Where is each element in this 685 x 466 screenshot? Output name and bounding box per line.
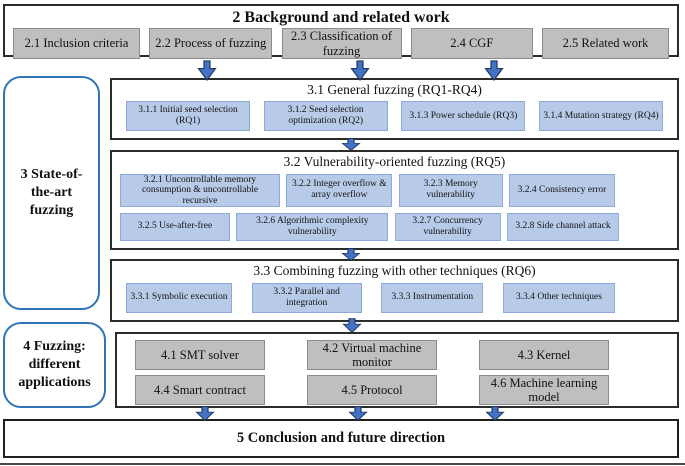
box-related-work: 2.5 Related work (542, 28, 669, 59)
box-power-schedule: 3.1.3 Power schedule (RQ3) (401, 101, 526, 132)
box-algorithmic-complexity: 3.2.6 Algorithmic complexity vulnerabili… (236, 212, 389, 241)
box-concurrency-vulnerability: 3.2.7 Concurrency vulnerability (394, 212, 501, 241)
section-vulnerability-fuzzing-title: 3.2 Vulnerability-oriented fuzzing (RQ5) (283, 154, 506, 169)
vulnerability-box-row-2: 3.2.5 Use-after-free 3.2.6 Algorithmic c… (112, 212, 677, 241)
vulnerability-box-row-1: 3.2.1 Uncontrollable memory consumption … (112, 173, 677, 207)
box-virtual-machine-monitor: 4.2 Virtual machine monitor (307, 340, 437, 370)
box-inclusion-criteria: 2.1 Inclusion criteria (13, 28, 140, 59)
down-arrow-icon (350, 60, 370, 81)
general-fuzzing-box-row: 3.1.1 Initial seed selection (RQ1) 3.1.2… (112, 99, 677, 138)
section-combining-fuzzing-title: 3.3 Combining fuzzing with other techniq… (253, 263, 536, 278)
section-combining-fuzzing: 3.3 Combining fuzzing with other techniq… (110, 259, 679, 322)
box-uncontrollable-memory: 3.2.1 Uncontrollable memory consumption … (120, 173, 280, 207)
down-arrow-icon (485, 406, 505, 421)
box-mutation-strategy: 3.1.4 Mutation strategy (RQ4) (538, 101, 663, 132)
applications-box-row-2: 4.4 Smart contract 4.5 Protocol 4.6 Mach… (117, 375, 677, 405)
down-arrow-icon (341, 138, 361, 151)
box-other-techniques: 3.3.4 Other techniques (502, 282, 615, 313)
down-arrow-icon (195, 406, 215, 421)
applications-box-row-1: 4.1 SMT solver 4.2 Virtual machine monit… (117, 340, 677, 370)
box-use-after-free: 3.2.5 Use-after-free (120, 212, 230, 241)
down-arrow-icon (341, 248, 361, 261)
box-side-channel-attack: 3.2.8 Side channel attack (506, 212, 619, 241)
box-instrumentation: 3.3.3 Instrumentation (381, 282, 484, 313)
box-initial-seed-selection: 3.1.1 Initial seed selection (RQ1) (126, 101, 250, 132)
side-label-applications: 4 Fuzzing: different applications (3, 322, 106, 408)
box-symbolic-execution: 3.3.1 Symbolic execution (126, 282, 232, 313)
section-general-fuzzing: 3.1 General fuzzing (RQ1-RQ4) 3.1.1 Init… (110, 78, 679, 140)
box-parallel-and-integration: 3.3.2 Parallel and integration (251, 282, 362, 313)
side-label-state-of-the-art: 3 State-of-the-art fuzzing (3, 76, 100, 310)
combining-box-row: 3.3.1 Symbolic execution 3.3.2 Parallel … (112, 280, 677, 320)
box-process-of-fuzzing: 2.2 Process of fuzzing (149, 28, 273, 59)
box-classification-of-fuzzing: 2.3 Classification of fuzzing (281, 28, 402, 59)
section-general-fuzzing-title: 3.1 General fuzzing (RQ1-RQ4) (307, 82, 482, 97)
box-smt-solver: 4.1 SMT solver (135, 340, 265, 370)
box-integer-overflow: 3.2.2 Integer overflow & array overflow (286, 173, 393, 207)
box-cgf: 2.4 CGF (410, 28, 533, 59)
down-arrow-icon (342, 318, 362, 333)
section-background: 2 Background and related work 2.1 Inclus… (3, 4, 679, 59)
down-arrow-icon (197, 60, 217, 81)
box-protocol: 4.5 Protocol (307, 375, 437, 405)
box-kernel: 4.3 Kernel (479, 340, 609, 370)
box-machine-learning-model: 4.6 Machine learning model (479, 375, 609, 405)
box-memory-vulnerability: 3.2.3 Memory vulnerability (398, 173, 503, 207)
down-arrow-icon (348, 406, 368, 421)
figure-bottom-rule (0, 463, 685, 465)
section-conclusion: 5 Conclusion and future direction (3, 419, 679, 458)
section-background-title: 2 Background and related work (232, 9, 450, 26)
section-conclusion-title: 5 Conclusion and future direction (236, 430, 446, 446)
box-smart-contract: 4.4 Smart contract (135, 375, 265, 405)
box-consistency-error: 3.2.4 Consistency error (508, 173, 615, 207)
background-box-row: 2.1 Inclusion criteria 2.2 Process of fu… (5, 28, 677, 62)
section-applications: 4.1 SMT solver 4.2 Virtual machine monit… (115, 332, 679, 408)
down-arrow-icon (484, 60, 504, 81)
box-seed-selection-optimization: 3.1.2 Seed selection optimization (RQ2) (263, 101, 388, 132)
section-vulnerability-fuzzing: 3.2 Vulnerability-oriented fuzzing (RQ5)… (110, 150, 679, 250)
